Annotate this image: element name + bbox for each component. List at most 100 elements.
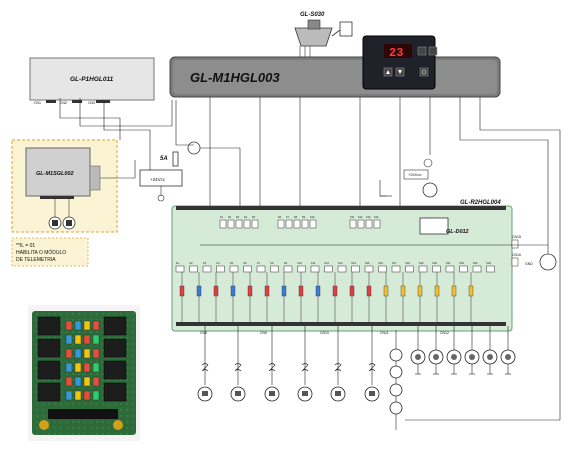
bottom-connector-label: CN12 [440,331,449,335]
relay-top [243,219,251,229]
relay-photo [37,316,61,336]
terminal-photo [39,420,49,430]
relay-photo [103,338,127,358]
relay-bottom [405,265,414,273]
telemetry-note-line2: HABILITA O MÓDULO [16,249,66,256]
relay-bottom-label: K5 [230,262,234,265]
relay-bottom [459,265,468,273]
fuse-block [332,285,338,297]
bottom-connector-label: CN10 [320,331,329,335]
set-button[interactable] [428,46,438,56]
fuse-block [434,285,440,297]
relay-bottom [283,265,293,273]
relay-bottom [216,265,225,273]
relay-top-label: K9 [302,216,306,219]
coil-icon [301,363,309,372]
relay-bottom-label: K7 [257,262,261,265]
bottom-connector-label: CN8 [200,331,207,335]
lamp-icon [389,383,403,397]
sensor-gl-s030: GL-S030 [294,12,353,58]
fuse-block [213,285,219,297]
fuse-label: 5A [160,156,168,162]
power-button[interactable] [419,67,429,77]
wiring-lines [59,97,561,430]
lamp-icon [389,401,403,415]
display-readout: 23 [389,46,403,60]
fuse-photo [83,390,91,401]
relay-bottom-label: K13 [338,262,343,265]
m1s-panel: GL-M1SGL002 [11,139,118,233]
m1s-module-title: GL-M1SGL002 [36,171,74,177]
relay-bottom [418,265,428,273]
relay-bottom-label: K14 [352,262,357,265]
side-supply-label: +24Vcc [408,172,421,177]
sensor-label: GL-S030 [300,12,325,18]
fuse-photo [83,320,91,331]
pcb-photo [28,305,140,441]
relay-top-label: K8 [294,216,298,219]
fuse-block [230,285,236,297]
coil-icon [234,363,242,372]
coil-icon [201,363,209,372]
relay-bottom-label: K1 [176,262,180,265]
relay-top-label: K3 [236,216,240,219]
fuse-photo [74,362,82,373]
fuse-photo [65,334,73,345]
relay-bottom [202,265,212,273]
relay-photo [103,360,127,380]
relay-top [293,219,301,229]
relay-bottom [243,265,252,273]
fuse-photo [83,348,91,359]
sensor-cable-icon [339,21,353,37]
relay-bottom-label: K3 [203,262,207,265]
coil-icon [334,363,342,372]
fuse-block [349,285,355,297]
display-panel: 23 [362,35,438,90]
relay-bottom [270,265,279,273]
relay-bottom [432,265,441,273]
switch-icon [187,141,201,155]
relay-top-label: K10 [310,216,315,219]
relay-top-label: K7 [286,216,290,219]
relay-bottom-label: K10 [298,262,303,265]
fuse-photo [92,362,100,373]
fuse-photo [65,362,73,373]
svg-text:CN2: CN2 [60,101,67,105]
relay-top [357,219,365,229]
relay-bottom [378,265,387,273]
relay-bottom [229,265,239,273]
lamp-icon [389,365,403,379]
fuse-photo [83,362,91,373]
r2h-board-title: GL-R2HGL004 [460,200,501,206]
relay-top-label: K5 [252,216,256,219]
relay-top-label: K4 [244,216,248,219]
relay-bottom [337,265,347,273]
relay-bottom [486,265,495,273]
relay-bottom [364,265,374,273]
coil-icon [268,363,276,372]
fuse-photo [74,334,82,345]
fuse-photo [74,348,82,359]
relay-bottom-label: K4 [217,262,221,265]
relay-bottom [189,265,198,273]
relay-photo [37,338,61,358]
buzzer-icon [422,182,438,198]
relay-top-label: K12 [358,216,363,219]
relay-bottom [472,265,482,273]
gauge-row [389,326,516,415]
fuse-block [451,285,457,297]
right-connector-label: CN16 [512,253,521,257]
relay-bottom [351,265,360,273]
mode-button[interactable] [417,46,427,56]
relay-top-label: K2 [228,216,232,219]
relay-bottom-label: K12 [325,262,330,265]
relay-top-label: K1 [220,216,224,219]
fuse-block [298,285,304,297]
svg-text:CN3: CN3 [88,101,95,105]
lamp-icon [389,348,403,362]
relay-bottom-label: K22 [460,262,465,265]
fuse-block [417,285,423,297]
